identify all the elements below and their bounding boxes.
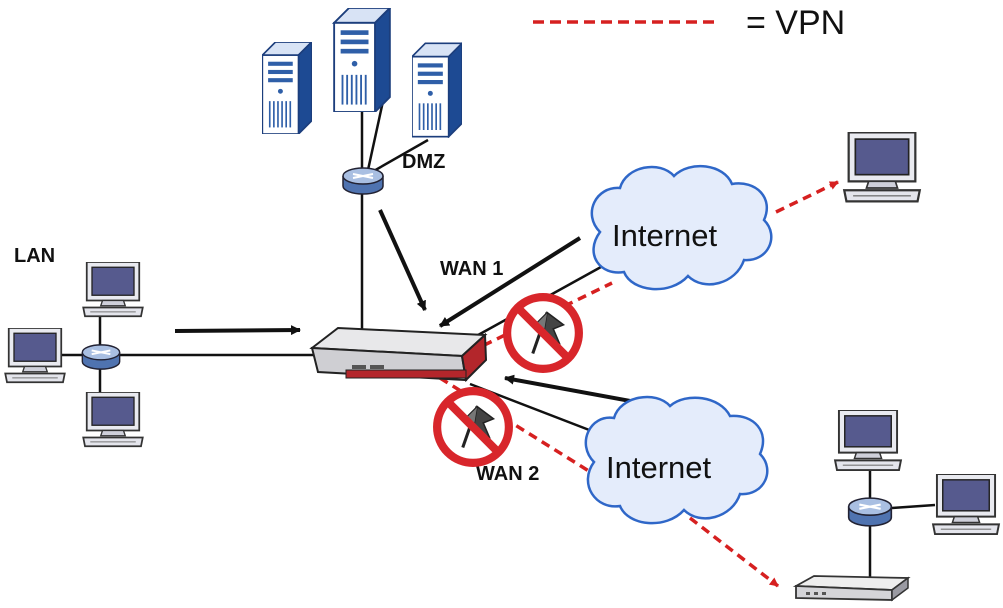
firewall-appliance-icon xyxy=(309,326,488,383)
remote-computer-icon-top xyxy=(843,132,921,203)
lan-computer-icon-top xyxy=(82,262,144,318)
lan-arrow xyxy=(174,325,301,336)
traffic-arrows xyxy=(174,209,637,404)
dmz-label: DMZ xyxy=(402,151,445,173)
dmz-arrow xyxy=(378,209,427,311)
remote-gateway-icon xyxy=(792,575,911,602)
internet-cloud-icon-bottom: Internet xyxy=(584,395,769,525)
wan2-arrow xyxy=(504,374,637,404)
wan1-arrow xyxy=(438,236,582,328)
dmz-router-icon xyxy=(341,166,385,196)
remote-router-icon xyxy=(847,497,893,527)
blocked-icon-wan2 xyxy=(437,391,509,463)
internet-cloud-icon-top: Internet xyxy=(590,164,773,291)
server-icon-left xyxy=(262,42,312,134)
server-icon-center xyxy=(333,8,391,112)
lan-computer-icon-left xyxy=(4,328,66,384)
legend-label: = VPN xyxy=(746,4,845,42)
lan-label: LAN xyxy=(14,245,55,267)
server-icon-right xyxy=(412,42,462,138)
remote-computer-icon-right xyxy=(932,474,1000,536)
wan2-label: WAN 2 xyxy=(476,463,539,485)
wan1-label: WAN 1 xyxy=(440,258,503,280)
internet-bottom-label: Internet xyxy=(606,450,712,485)
remote-computer-icon-right-top xyxy=(834,410,902,472)
black-links xyxy=(58,91,936,578)
vpn-bottom-out xyxy=(688,516,780,588)
blocked-icon-wan1 xyxy=(507,297,579,369)
lan-computer-icon-bottom xyxy=(82,392,144,448)
lan-router-icon xyxy=(81,343,121,371)
internet-top-label: Internet xyxy=(612,218,718,253)
vpn-top-out xyxy=(775,180,839,214)
